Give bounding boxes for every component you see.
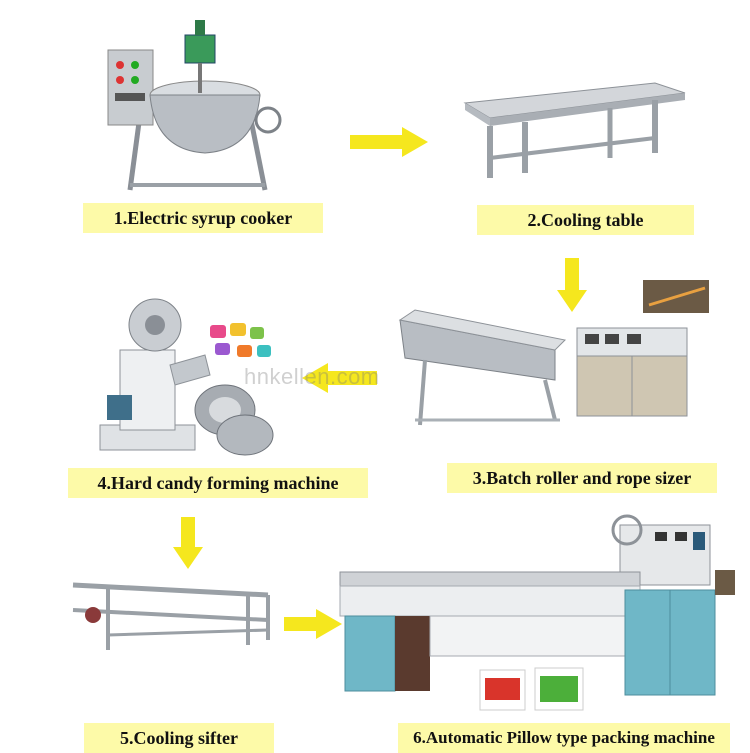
syrup-cooker-machine [107, 20, 282, 191]
step-1-label: 1.Electric syrup cooker [83, 203, 323, 233]
step-2-label: 2.Cooling table [477, 205, 694, 235]
arrow-right-icon [350, 127, 428, 157]
arrow-right-icon [284, 609, 342, 639]
step-3-label: 3.Batch roller and rope sizer [447, 463, 717, 493]
arrow-left-icon [302, 363, 377, 393]
cooling-sifter-machine [72, 582, 270, 650]
step-6-label: 6.Automatic Pillow type packing machine [398, 723, 730, 753]
watermark: hnkellen.com [244, 364, 380, 389]
arrow-down-icon [557, 258, 587, 312]
batch-roller-machine [398, 280, 709, 426]
step-4-label: 4.Hard candy forming machine [68, 468, 368, 498]
candy-forming-machine [99, 298, 274, 456]
cooling-table-machine [463, 82, 686, 178]
arrow-down-icon [173, 517, 203, 569]
packing-machine [339, 514, 735, 711]
step-5-label: 5.Cooling sifter [84, 723, 274, 753]
